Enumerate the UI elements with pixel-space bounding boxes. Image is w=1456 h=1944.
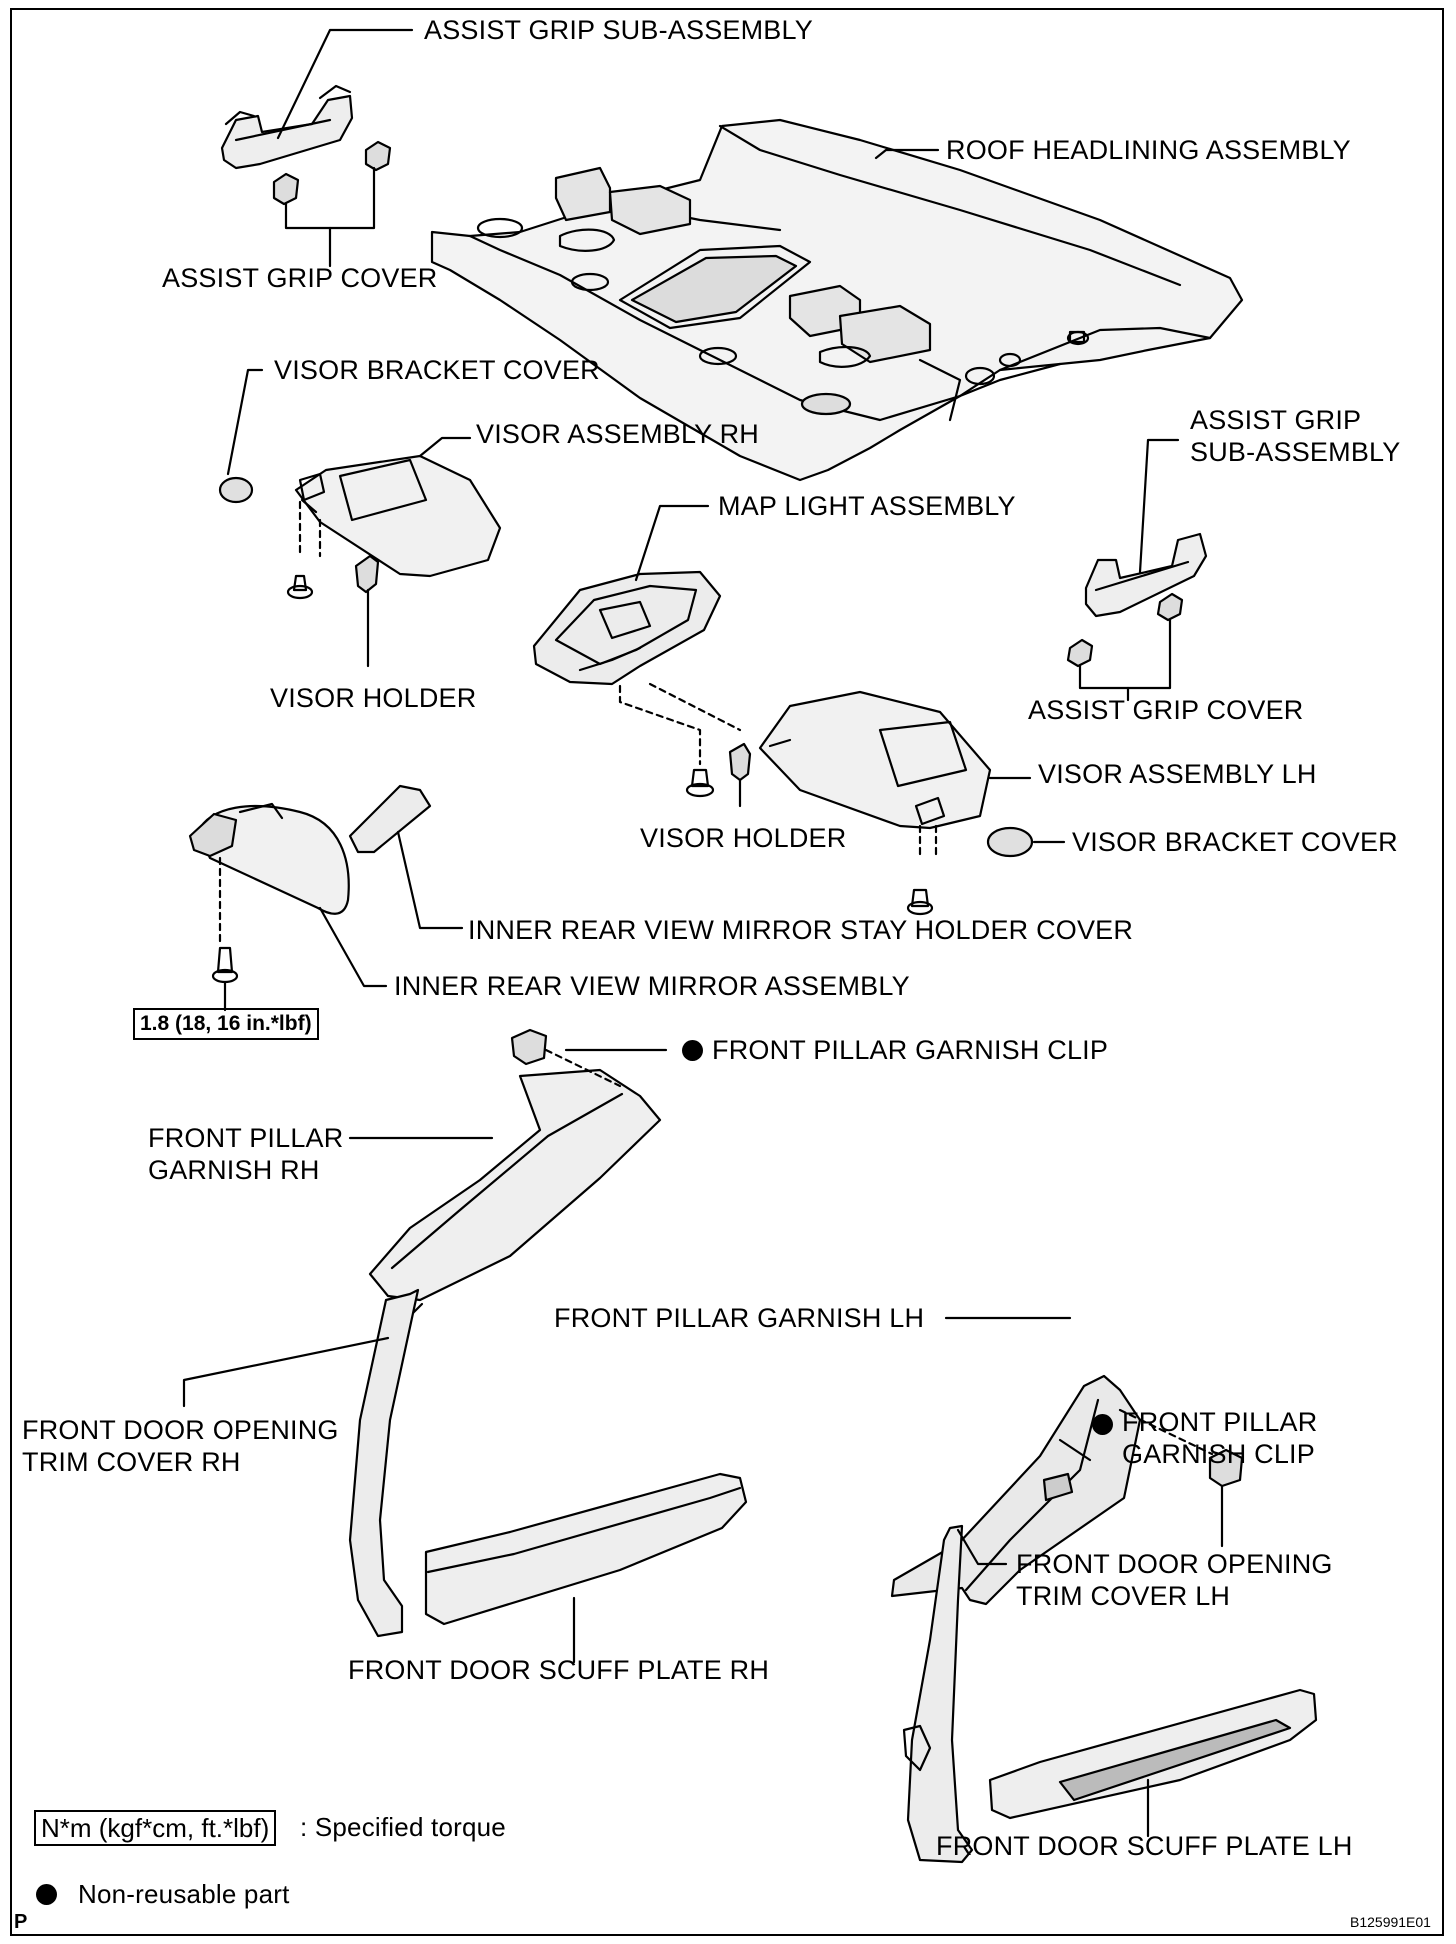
label-assist-grip-cover-rh: ASSIST GRIP COVER [162, 263, 438, 293]
label-roof-headlining: ROOF HEADLINING ASSEMBLY [946, 135, 1351, 165]
label-visor-assembly-lh: VISOR ASSEMBLY LH [1038, 759, 1317, 789]
scuff-plate-rh-drawing [424, 1472, 748, 1626]
torque-spec-box: 1.8 (18, 16 in.*lbf) [133, 1008, 319, 1040]
visor-rh-drawing [218, 454, 502, 578]
label-scuff-plate-rh: FRONT DOOR SCUFF PLATE RH [348, 1655, 770, 1685]
label-front-pillar-clip-rh: FRONT PILLAR GARNISH CLIP [712, 1035, 1109, 1065]
legend-nonreusable-text: Non-reusable part [78, 1879, 290, 1909]
label-mirror-assembly: INNER REAR VIEW MIRROR ASSEMBLY [394, 971, 910, 1001]
legend-torque-box: N*m (kgf*cm, ft.*lbf) [34, 1810, 277, 1846]
corner-letter: P [14, 1911, 28, 1933]
label-assist-grip-sub-assembly-rh: ASSIST GRIP SUB-ASSEMBLY [424, 15, 813, 45]
label-assist-grip-sub-assembly-lh: ASSIST GRIP SUB-ASSEMBLY [1190, 405, 1401, 467]
roof-headlining-drawing [430, 118, 1244, 482]
nonreusable-dot-clip-rh [682, 1040, 703, 1061]
front-pillar-rh-drawing [368, 1028, 662, 1318]
assist-grip-lh-drawing [1066, 532, 1208, 668]
legend-nonreusable-dot [36, 1884, 57, 1905]
label-visor-assembly-rh: VISOR ASSEMBLY RH [476, 419, 759, 449]
label-scuff-plate-lh: FRONT DOOR SCUFF PLATE LH [936, 1831, 1353, 1861]
figure-code: B125991E01 [1350, 1914, 1431, 1930]
label-front-pillar-garnish-rh: FRONT PILLAR GARNISH RH [148, 1123, 344, 1185]
label-front-pillar-garnish-lh: FRONT PILLAR GARNISH LH [554, 1303, 925, 1333]
nonreusable-dot-clip-lh [1092, 1414, 1113, 1435]
visor-lh-drawing [758, 690, 992, 830]
label-mirror-stay-holder-cover: INNER REAR VIEW MIRROR STAY HOLDER COVER [468, 915, 1134, 945]
mirror-drawing [188, 802, 350, 915]
door-trim-lh-drawing [902, 1524, 974, 1864]
label-visor-holder-rh: VISOR HOLDER [270, 683, 477, 713]
label-map-light: MAP LIGHT ASSEMBLY [718, 491, 1016, 521]
assist-grip-rh-drawing [220, 84, 392, 206]
label-door-trim-lh: FRONT DOOR OPENING TRIM COVER LH [1016, 1549, 1333, 1611]
scuff-plate-lh-drawing [988, 1688, 1318, 1820]
diagram-frame [10, 8, 1444, 1936]
legend-torque-text: : Specified torque [300, 1812, 506, 1842]
label-visor-holder-lh: VISOR HOLDER [640, 823, 847, 853]
door-trim-rh-drawing [348, 1288, 420, 1638]
label-visor-bracket-cover-rh: VISOR BRACKET COVER [274, 355, 600, 385]
label-front-pillar-clip-lh: FRONT PILLAR GARNISH CLIP [1122, 1407, 1318, 1469]
map-light-drawing [532, 570, 722, 686]
label-assist-grip-cover-lh: ASSIST GRIP COVER [1028, 695, 1304, 725]
label-visor-bracket-cover-lh: VISOR BRACKET COVER [1072, 827, 1398, 857]
label-door-trim-rh: FRONT DOOR OPENING TRIM COVER RH [22, 1415, 339, 1477]
